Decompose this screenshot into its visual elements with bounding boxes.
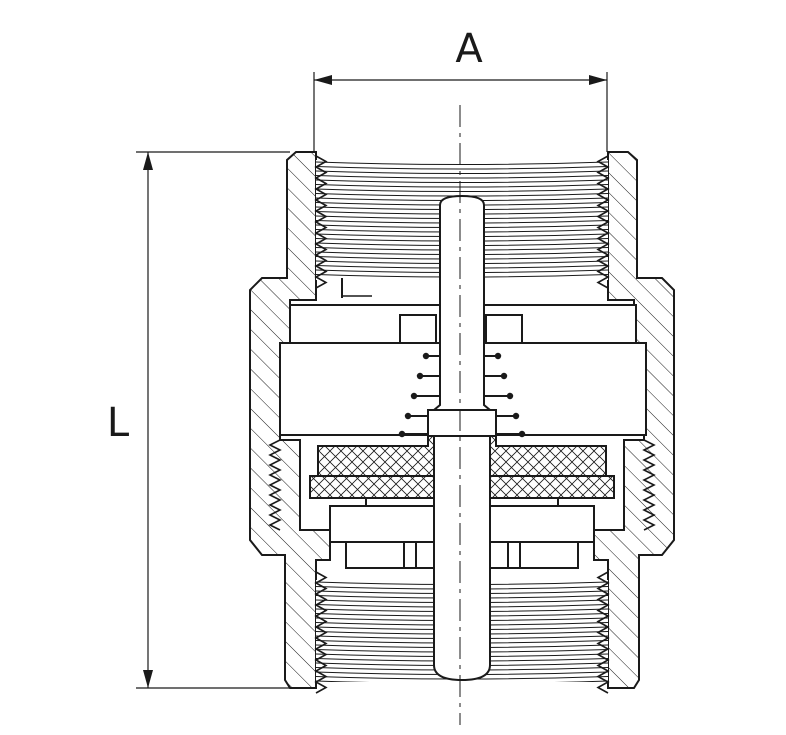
valve-stem xyxy=(427,194,497,682)
thread-line xyxy=(316,170,608,174)
valve-body xyxy=(249,151,675,689)
thread-tooth-left xyxy=(314,571,328,694)
spring-coil-end xyxy=(398,430,406,438)
thread-line xyxy=(316,184,608,188)
spring-coil-end xyxy=(404,412,412,420)
bottom-thread-teeth xyxy=(314,571,610,694)
spring-coil-end xyxy=(506,392,514,400)
thread-line xyxy=(316,188,608,192)
thread-tooth-right xyxy=(596,155,610,289)
seal-disc xyxy=(309,435,615,499)
thread-tooth-right xyxy=(596,571,610,694)
thread-tooth-left xyxy=(314,155,328,289)
dimension-l: L xyxy=(107,151,290,689)
spring-coil-end xyxy=(512,412,520,420)
dimension-l-label: L xyxy=(107,400,130,446)
spring-coil-end xyxy=(500,372,508,380)
top-thread-teeth xyxy=(314,155,610,289)
thread-line xyxy=(316,161,608,165)
spring-coil-end xyxy=(494,352,502,360)
thread-line xyxy=(316,166,608,170)
spring-coil-end xyxy=(422,352,430,360)
dimension-a-label: A xyxy=(455,26,483,72)
spring-coil-end xyxy=(518,430,526,438)
spring-coil-end xyxy=(410,392,418,400)
side-thread-right xyxy=(642,439,656,531)
thread-line xyxy=(316,175,608,179)
dimension-a: A xyxy=(313,26,608,152)
insert-side-threads xyxy=(268,439,656,531)
side-thread-left xyxy=(268,439,282,531)
thread-line xyxy=(316,179,608,183)
spring-coil-end xyxy=(416,372,424,380)
spring xyxy=(398,352,526,438)
